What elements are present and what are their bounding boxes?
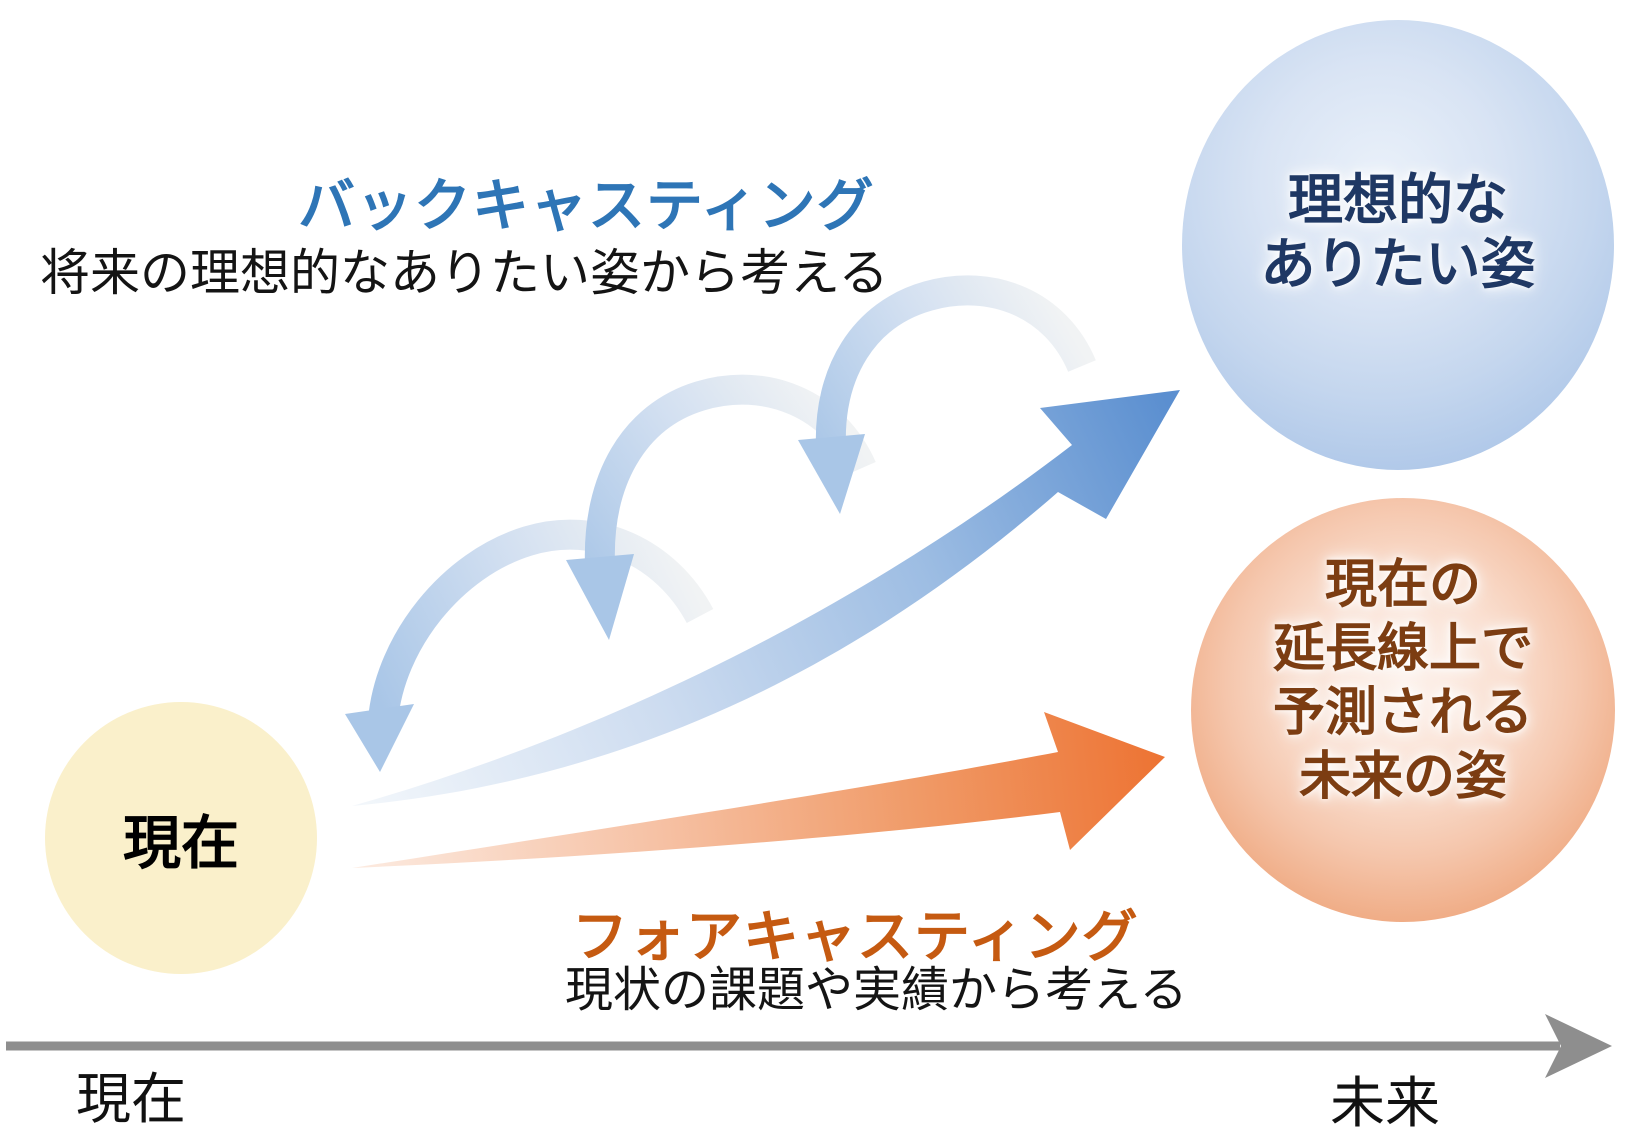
present-circle: 現在: [45, 702, 317, 974]
forecasting-subtitle: 現状の課題や実績から考える: [565, 964, 1188, 1017]
ideal-future-label: 理想的な ありたい姿: [1260, 169, 1536, 296]
backcasting-subtitle: 将来の理想的なありたい姿から考える: [40, 245, 889, 301]
backcasting-title: バックキャスティング: [298, 174, 875, 238]
time-axis-arrowhead: [1545, 1014, 1612, 1078]
axis-label-present: 現在: [76, 1068, 187, 1130]
present-label: 現在: [122, 811, 239, 876]
projected-future-label: 現在の 延長線上で 予測される 未来の姿: [1272, 556, 1533, 806]
forecasting-title: フォアキャスティング: [572, 905, 1139, 968]
hop-arc-3-arrowhead: [798, 434, 865, 514]
hop-arc-3: [815, 275, 1096, 449]
projected-future-circle: [1191, 498, 1615, 922]
backcasting-arrow: [352, 390, 1180, 806]
forecasting-arrow: [352, 712, 1165, 868]
hop-arc-1-arrowhead: [345, 704, 414, 772]
hop-arc-2-arrowhead: [566, 554, 634, 640]
ideal-future-circle: [1182, 20, 1614, 470]
axis-label-future: 未来: [1330, 1072, 1441, 1134]
hop-arc-1: [368, 519, 714, 722]
